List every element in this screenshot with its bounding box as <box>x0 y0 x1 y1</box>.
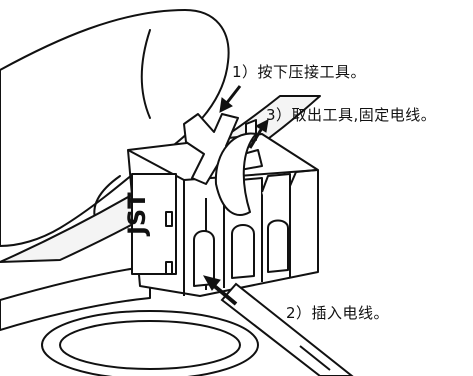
arrow-remove-tool <box>248 119 269 149</box>
step-1-label: 1）按下压接工具。 <box>232 63 367 81</box>
step-2-label: 2）插入电线。 <box>286 304 390 322</box>
arrow-insert-wire <box>202 275 238 306</box>
arrow-press-tool <box>219 85 242 113</box>
crimp-tool <box>183 113 257 216</box>
step-3-label: 3）取出工具,固定电线。 <box>266 106 437 124</box>
brand-mark: JST <box>123 192 151 237</box>
wire-insert <box>220 282 354 376</box>
jst-connector <box>127 119 319 297</box>
wire-coil <box>41 310 259 376</box>
finger-illustration <box>0 9 230 247</box>
